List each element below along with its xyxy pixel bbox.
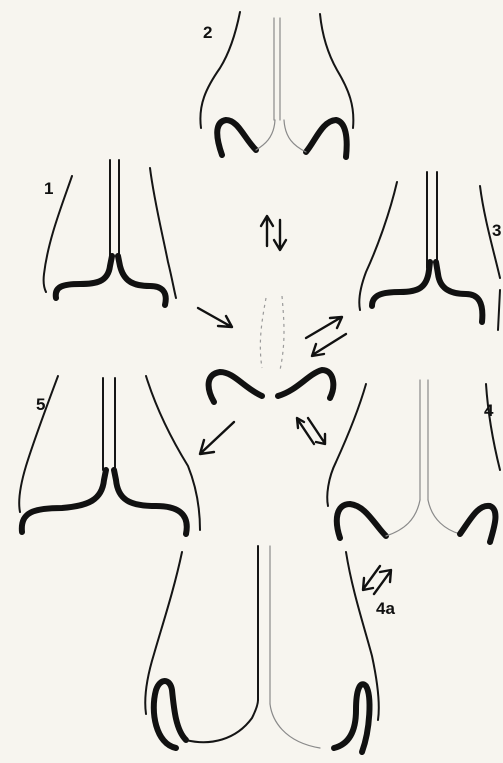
figure-1: [44, 160, 176, 305]
figure-4-outline-left: [327, 384, 366, 506]
figure-4: [327, 380, 500, 542]
figure-3-outline-right-lower: [498, 290, 500, 330]
figure-4-outline-right: [486, 384, 500, 470]
figure-2-lumen-left: [256, 120, 275, 150]
figure-4-septum: [420, 380, 428, 500]
figure-3: [359, 172, 500, 330]
figure-3-wall: [372, 262, 482, 322]
figure-4-wall-left: [337, 504, 386, 538]
center-wall-left: [209, 372, 262, 402]
figure-4a-wall-left: [154, 681, 186, 748]
arrow-center-4: [297, 418, 325, 444]
figure-label-2: 2: [203, 24, 212, 41]
center-faint-left: [260, 298, 266, 368]
figure-4a: [145, 546, 378, 752]
figure-label-1: 1: [44, 180, 53, 197]
arrow-3-center: [306, 317, 346, 356]
figure-4a-outline-left: [145, 552, 182, 714]
arrow-center-5: [200, 422, 234, 454]
figure-4a-wall-right: [334, 684, 369, 752]
figure-4a-outline-right: [346, 552, 379, 720]
figure-4a-lumen-right: [270, 704, 320, 748]
figure-label-3: 3: [492, 222, 501, 239]
figure-5-wall: [22, 470, 187, 534]
figure-2-septum: [274, 18, 280, 120]
arrow-2-center: [261, 216, 286, 250]
figure-2-wall-left: [217, 120, 256, 155]
arrow-4-4a: [363, 566, 391, 594]
figure-2-wall-right: [306, 120, 347, 157]
center-wall-right: [278, 370, 333, 398]
figure-4-lumen-right: [428, 500, 460, 534]
figure-label-5: 5: [36, 396, 45, 413]
figure-4a-lumen-left: [186, 700, 258, 742]
figure-5: [19, 376, 200, 534]
arrow-1-center: [198, 308, 232, 327]
center-faint-right: [280, 296, 284, 370]
figure-1-outline-right: [150, 168, 176, 298]
figure-4-lumen-left: [386, 500, 420, 536]
figure-1-wall: [56, 256, 166, 305]
figure-label-4: 4: [484, 402, 493, 419]
figure-label-4a: 4a: [376, 600, 395, 617]
figure-2: [200, 12, 353, 157]
figure-4-wall-right: [460, 506, 495, 542]
figure-2-lumen-right: [284, 120, 306, 152]
figure-2-outline-right: [320, 14, 353, 128]
